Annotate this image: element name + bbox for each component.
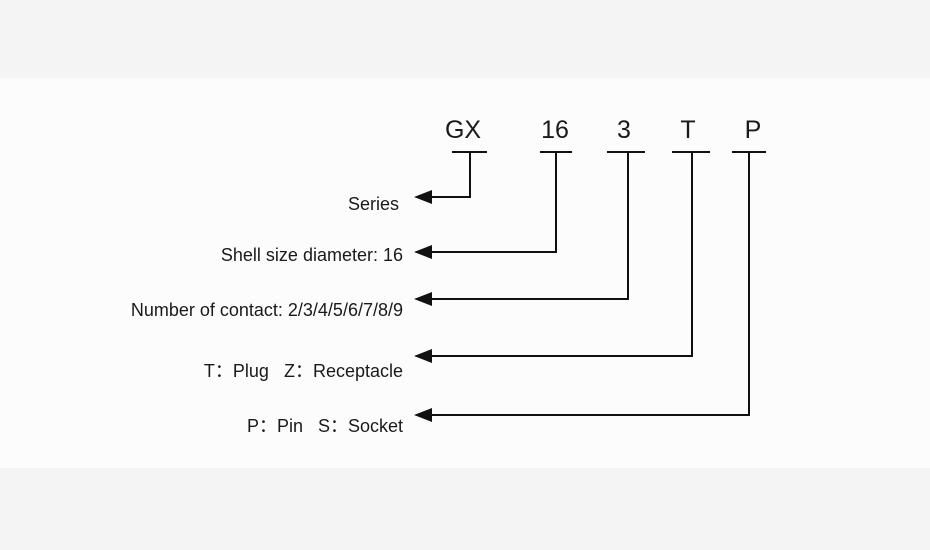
code-series: GX <box>445 116 481 144</box>
label-type: T：Plug Z：Receptacle <box>204 361 403 381</box>
leader-shell-size <box>428 152 557 253</box>
arrow-left-icon <box>414 245 432 259</box>
label-pin: P：Pin S：Socket <box>247 416 403 436</box>
label-contacts: Number of contact: 2/3/4/5/6/7/8/9 <box>131 300 403 320</box>
leader-series <box>428 152 471 198</box>
label-shell-size: Shell size diameter: 16 <box>221 245 403 265</box>
diagram-panel <box>0 78 930 468</box>
leader-contacts <box>428 152 629 300</box>
arrow-left-icon <box>414 292 432 306</box>
arrow-left-icon <box>414 349 432 363</box>
arrow-left-icon <box>414 408 432 422</box>
code-type: T <box>680 116 695 144</box>
leader-pin <box>428 152 750 416</box>
code-pin: P <box>745 116 762 144</box>
leader-type <box>428 152 693 357</box>
code-contacts: 3 <box>617 116 631 144</box>
code-shell-size: 16 <box>541 116 569 144</box>
label-series: Series <box>348 194 399 214</box>
arrow-left-icon <box>414 190 432 204</box>
